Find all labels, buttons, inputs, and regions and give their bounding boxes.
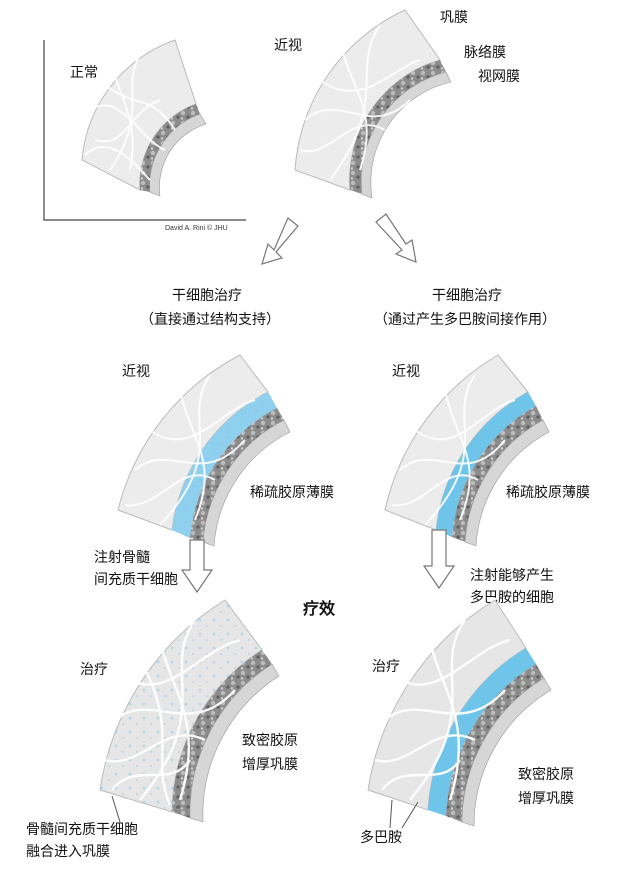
panel-indirect: 近视 稀疏胶原薄膜 注射能够产生 多巴胺的细胞	[384, 354, 590, 606]
label-sclera: 巩膜	[440, 10, 468, 26]
direct-treatment-title: 干细胞治疗	[172, 288, 242, 304]
result-indirect-eye-wall	[367, 599, 552, 827]
direct-down-arrow	[180, 539, 214, 594]
normal-axis-frame	[43, 40, 246, 221]
effect-title: 疗效	[303, 599, 335, 618]
direct-title: 近视	[122, 364, 150, 380]
result-indirect-dense-line2: 增厚巩膜	[518, 791, 574, 807]
arrow-right-down	[375, 213, 417, 263]
result-direct-bottom-line1: 骨髓间充质干细胞	[26, 822, 138, 838]
normal-title: 正常	[70, 65, 98, 81]
result-direct-title: 治疗	[80, 662, 108, 678]
panel-normal: 正常 David A. Rini © JHU	[43, 39, 246, 232]
result-indirect-pointer	[389, 799, 419, 829]
myopia-eye-wall	[294, 9, 452, 199]
image-credit: David A. Rini © JHU	[165, 224, 228, 232]
result-indirect-title: 治疗	[372, 659, 400, 675]
indirect-down-arrow	[422, 529, 456, 590]
result-indirect-dense-line1: 致密胶原	[518, 766, 574, 783]
indirect-thin-sclera: 稀疏胶原薄膜	[506, 484, 590, 501]
result-direct-dense-line2: 增厚巩膜	[242, 757, 298, 773]
branch-arrows	[261, 213, 417, 265]
label-retina: 视网膜	[478, 69, 520, 85]
myopia-title: 近视	[274, 38, 302, 54]
indirect-injection-line1: 注射能够产生	[470, 568, 554, 584]
indirect-treatment-note: （通过产生多巴胺间接作用）	[374, 311, 556, 328]
arrow-left-down	[261, 217, 299, 265]
label-choroid: 脉络膜	[464, 45, 506, 61]
panel-myopia: 近视 巩膜 脉络膜 视网膜	[274, 9, 520, 199]
indirect-title: 近视	[392, 364, 420, 380]
panel-result-direct: 治疗 致密胶原 增厚巩膜 骨髓间充质干细胞 融合进入巩膜	[26, 599, 298, 860]
result-direct-dense-line1: 致密胶原	[242, 732, 298, 749]
normal-eye-wall	[81, 39, 207, 197]
panel-result-indirect: 治疗 致密胶原 增厚巩膜 多巴胺	[360, 599, 574, 846]
result-direct-eye-wall	[99, 599, 280, 823]
direct-injection-line1: 注射骨髓	[94, 550, 150, 566]
indirect-eye-wall	[384, 354, 550, 547]
panel-direct: 近视 稀疏胶原薄膜 注射骨髓 间充质干细胞	[94, 354, 334, 594]
direct-injection-line2: 间充质干细胞	[94, 572, 178, 588]
result-direct-pointer	[111, 795, 121, 823]
result-indirect-bottom: 多巴胺	[360, 829, 402, 846]
result-direct-bottom-line2: 融合进入巩膜	[26, 844, 110, 860]
direct-treatment-note: （直接通过结构支持）	[140, 311, 280, 328]
indirect-injection-line2: 多巴胺的细胞	[470, 589, 554, 606]
direct-eye-wall	[117, 354, 291, 547]
direct-thin-sclera: 稀疏胶原薄膜	[250, 484, 334, 501]
indirect-treatment-title: 干细胞治疗	[432, 288, 502, 304]
